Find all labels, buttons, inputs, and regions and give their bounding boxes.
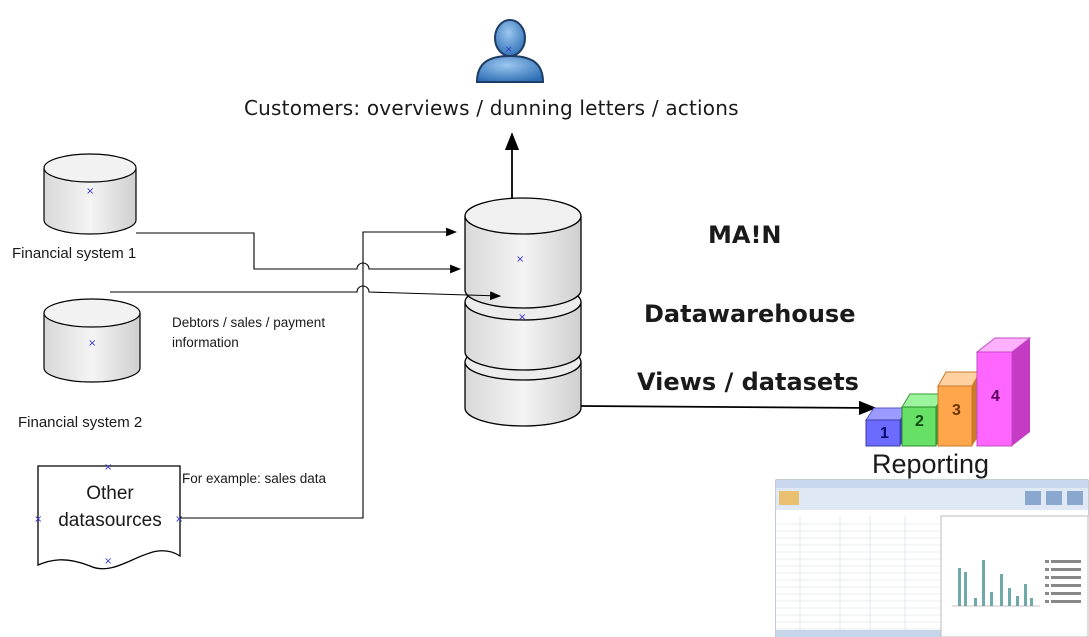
svg-text:×: × xyxy=(104,462,112,473)
spreadsheet-thumbnail xyxy=(775,479,1089,637)
bar-number-1: 1 xyxy=(880,425,889,442)
main-title: MA!N xyxy=(708,221,782,249)
person-icon: × xyxy=(475,19,545,83)
svg-text:×: × xyxy=(175,514,183,525)
bar-number-4: 4 xyxy=(991,388,1000,405)
datawarehouse-database-icon: × × xyxy=(464,197,582,427)
svg-text:×: × xyxy=(505,45,513,55)
reporting-label: Reporting xyxy=(872,449,990,479)
views-datasets-label: Views / datasets xyxy=(637,368,859,396)
example-flow-label: For example: sales data xyxy=(182,471,327,486)
datawarehouse-label: Datawarehouse xyxy=(644,300,856,328)
bar-number-2: 2 xyxy=(915,413,924,430)
database-icon: × xyxy=(43,298,141,383)
database-icon: × xyxy=(43,153,137,235)
bar-chart-icon xyxy=(865,337,1032,447)
other-datasources-line2: datasources xyxy=(58,510,162,531)
debtors-flow-label: Debtors / sales / payment information xyxy=(172,315,326,350)
customers-label: Customers: overviews / dunning letters /… xyxy=(244,96,739,120)
svg-text:×: × xyxy=(518,312,526,323)
svg-text:×: × xyxy=(34,514,42,525)
svg-text:×: × xyxy=(88,338,96,349)
financial-system-2-label: Financial system 2 xyxy=(18,414,143,431)
svg-text:×: × xyxy=(86,186,94,197)
svg-text:×: × xyxy=(516,254,524,265)
other-datasources-line1: Other xyxy=(86,483,134,504)
svg-text:×: × xyxy=(104,556,112,567)
financial-system-1-label: Financial system 1 xyxy=(12,245,137,262)
document-icon: × × × × xyxy=(34,462,183,570)
other-datasources-label: Other datasources xyxy=(40,480,180,534)
connector-lines xyxy=(110,132,877,519)
bar-number-3: 3 xyxy=(952,402,961,419)
